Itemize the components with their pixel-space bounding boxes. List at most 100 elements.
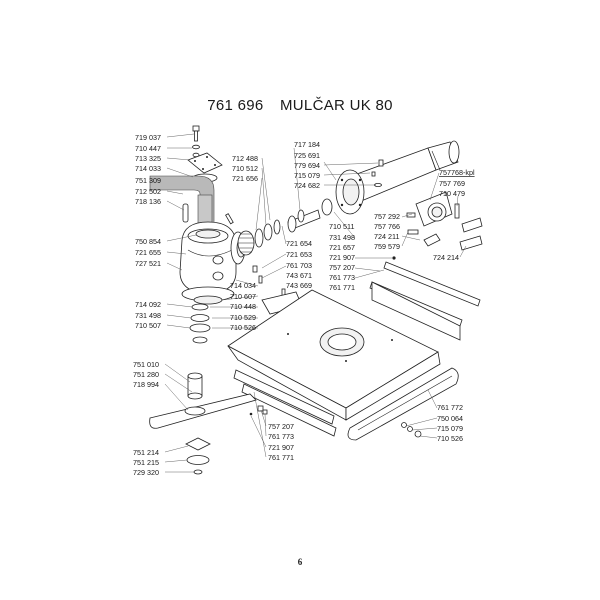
- part-label: 725 691: [294, 151, 320, 160]
- part-label: 721 654: [286, 239, 312, 248]
- part-label: 761 771: [268, 453, 294, 462]
- part-labels-left-bottom: 751 214 751 215 729 320: [133, 448, 159, 477]
- part-label: 757 769: [439, 179, 465, 188]
- part-label: 715 079: [437, 424, 463, 433]
- part-label: 710 526: [230, 323, 256, 332]
- part-label: 714 092: [135, 300, 161, 309]
- part-label: 761 773: [268, 432, 294, 441]
- part-label: 759 579: [374, 242, 400, 251]
- part-label: 750 854: [135, 237, 161, 246]
- part-label: 715 079: [294, 171, 320, 180]
- part-labels-left-mid: 714 092 731 498 710 507: [135, 300, 161, 330]
- part-label: 721 907: [329, 253, 355, 262]
- skid-part: [347, 367, 459, 441]
- part-labels-bottom-center: 757 207 761 773 721 907 761 771: [268, 422, 294, 462]
- part-label: 743 671: [286, 271, 312, 280]
- part-label: 761 703: [286, 261, 312, 270]
- part-label: 714 033: [135, 164, 161, 173]
- part-label: 710 479: [439, 189, 465, 198]
- part-label: 721 653: [286, 250, 312, 259]
- right-bracket-part: [406, 191, 453, 247]
- part-label: 717 184: [294, 140, 320, 149]
- part-labels-right-top: 757768-kpl 757 769 710 479: [439, 168, 475, 198]
- part-labels-gearbox-left: 750 854 721 655 727 521: [135, 237, 161, 268]
- part-label: 731 498: [329, 233, 355, 242]
- part-label: 751 214: [133, 448, 159, 457]
- seal-part: [273, 219, 281, 235]
- pinion-shaft-part: [287, 209, 321, 233]
- part-label: 721 907: [268, 443, 294, 452]
- part-label: 761 772: [437, 403, 463, 412]
- part-label: 710 607: [230, 292, 256, 301]
- key-part: [182, 203, 189, 223]
- bearing-part: [321, 198, 333, 216]
- left-rail-part: [233, 369, 337, 437]
- part-labels-middle: 721 654 721 653 761 703 743 671 743 669: [286, 239, 312, 290]
- part-label: 719 037: [135, 133, 161, 142]
- part-label: 757 207: [329, 263, 355, 272]
- washer-part: [192, 144, 200, 150]
- part-label: 727 521: [135, 259, 161, 268]
- part-labels-lower-center: 714 034 710 607 710 448 710 529 710 526: [230, 281, 256, 332]
- part-label: 718 994: [133, 380, 159, 389]
- part-label: 751 280: [133, 370, 159, 379]
- part-labels-center-right: 710 511 731 498 721 657: [329, 222, 355, 252]
- part-label: 761 773: [329, 273, 355, 282]
- part-labels-blade: 751 010 751 280 718 994: [133, 360, 159, 389]
- part-label: 757 207: [268, 422, 294, 431]
- part-labels-rail: 721 907 757 207 761 773 761 771: [329, 253, 355, 292]
- gearbox-housing-part: [179, 221, 237, 305]
- bevel-gear-part: [237, 230, 255, 256]
- bearing-part: [263, 223, 273, 241]
- part-label: 721 655: [135, 248, 161, 257]
- main-tube-part: [335, 140, 460, 215]
- blade-washer-part: [185, 437, 211, 475]
- part-label: 729 320: [133, 468, 159, 477]
- bearing-part: [254, 228, 264, 248]
- part-label: 731 498: [135, 311, 161, 320]
- part-label: 750 064: [437, 414, 463, 423]
- deck-plate-part: [227, 289, 441, 421]
- part-label: 779 694: [294, 161, 320, 170]
- ring-part: [297, 209, 305, 223]
- pin-part: [454, 203, 460, 219]
- part-labels-center-top: 712 488 710 512 721 656: [232, 154, 258, 183]
- part-label: 757768-kpl: [439, 168, 475, 177]
- part-label: 721 657: [329, 243, 355, 252]
- leader-lines: [164, 133, 467, 473]
- part-label: 721 656: [232, 174, 258, 183]
- part-label: 751 215: [133, 458, 159, 467]
- blade-hub-part: [187, 372, 203, 400]
- pto-shield-part: [459, 217, 483, 251]
- part-label: 761 771: [329, 283, 355, 292]
- diagram-title: 761 696 MULČAR UK 80: [0, 97, 600, 114]
- page-number: 6: [297, 557, 303, 567]
- part-label: 724 214: [433, 253, 459, 262]
- hub-part: [189, 323, 211, 333]
- skid-fastener-part: [401, 422, 422, 438]
- part-label: 714 034: [230, 281, 256, 290]
- part-label: 710 512: [232, 164, 258, 173]
- part-label: 757 292: [374, 212, 400, 221]
- cover-plate-part: [187, 152, 223, 174]
- part-label: 751 309: [135, 176, 161, 185]
- part-labels-right-mid: 757 292 757 766 724 211 759 579: [374, 212, 400, 251]
- part-label: 713 325: [135, 154, 161, 163]
- part-label: 724 682: [294, 181, 320, 190]
- part-label: 743 669: [286, 281, 312, 290]
- washer-part: [191, 303, 209, 311]
- part-label: 710 529: [230, 313, 256, 322]
- nut-part: [392, 256, 396, 260]
- part-label: 710 507: [135, 321, 161, 330]
- mulcher-blade-part: [149, 393, 257, 429]
- right-rail-part: [369, 261, 481, 341]
- part-labels-left-top: 719 037 710 447 713 325 714 033 751 309 …: [135, 133, 161, 206]
- washer-part: [190, 314, 210, 322]
- part-label: 712 502: [135, 187, 161, 196]
- part-label: 712 488: [232, 154, 258, 163]
- part-label: 710 447: [135, 144, 161, 153]
- part-label: 751 010: [133, 360, 159, 369]
- part-label: 710 511: [329, 222, 354, 231]
